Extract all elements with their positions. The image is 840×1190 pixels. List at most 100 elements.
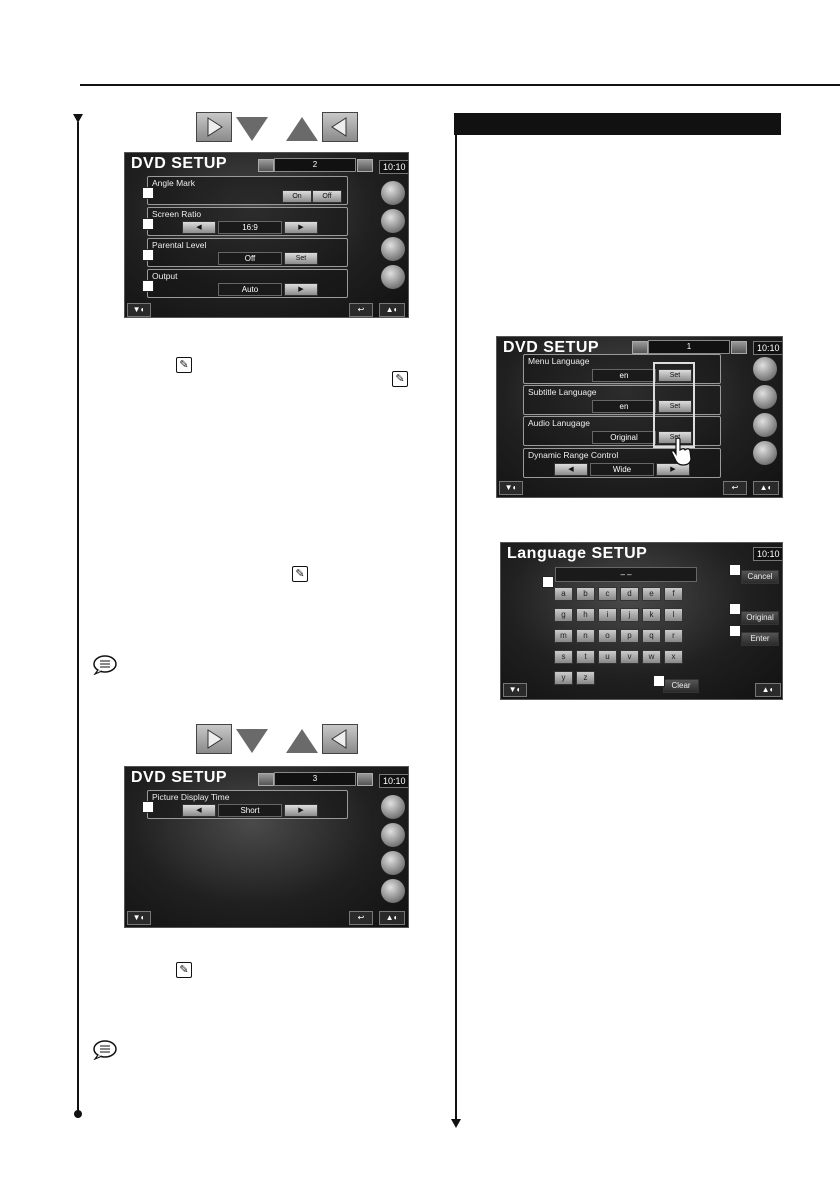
range-left-button[interactable]: ◀ xyxy=(554,463,588,476)
letter-key-k[interactable]: k xyxy=(642,608,661,622)
letter-key-b[interactable]: b xyxy=(576,587,595,601)
next-page-button[interactable] xyxy=(196,724,232,754)
page-prev-button[interactable] xyxy=(258,159,274,172)
picture-display-time-row: Picture Display Time ◀ Short ▶ xyxy=(147,790,348,819)
letter-key-g[interactable]: g xyxy=(554,608,573,622)
row-label: Output xyxy=(152,271,178,281)
angle-on-button[interactable]: On xyxy=(282,190,312,203)
angle-off-button[interactable]: Off xyxy=(312,190,342,203)
row-label: Angle Mark xyxy=(152,178,195,188)
page-number: 1 xyxy=(648,340,730,354)
volume-down-button[interactable]: ▼◐ xyxy=(499,481,523,495)
clock: 10:10 xyxy=(753,341,782,355)
speaker-menu-icon[interactable] xyxy=(381,237,405,261)
volume-up-button[interactable]: ▲◐ xyxy=(755,683,781,697)
header-rule xyxy=(80,84,840,86)
letter-key-p[interactable]: p xyxy=(620,629,639,643)
return-button[interactable]: ↩ xyxy=(723,481,747,495)
menu-language-set-button[interactable]: Set xyxy=(658,369,692,382)
scroll-down-triangle-icon xyxy=(236,729,268,753)
speaker-menu-icon[interactable] xyxy=(753,413,777,437)
row-label: Audio Lanugage xyxy=(528,418,590,428)
original-button[interactable]: Original xyxy=(741,611,779,625)
callout-4 xyxy=(142,280,154,292)
letter-key-v[interactable]: v xyxy=(620,650,639,664)
letter-key-e[interactable]: e xyxy=(642,587,661,601)
return-button[interactable]: ↩ xyxy=(349,911,373,925)
dvd-setup-screen-page1: DVD SETUP 1 10:10 Menu Language en Set S… xyxy=(496,336,783,498)
volume-down-button[interactable]: ▼◐ xyxy=(127,911,151,925)
note-icon xyxy=(93,1040,117,1060)
letter-key-o[interactable]: o xyxy=(598,629,617,643)
page-prev-button[interactable] xyxy=(632,341,648,354)
letter-key-z[interactable]: z xyxy=(576,671,595,685)
parental-set-button[interactable]: Set xyxy=(284,252,318,265)
next-page-button[interactable] xyxy=(196,112,232,142)
right-flow-line xyxy=(455,135,457,1120)
audio-menu-icon[interactable] xyxy=(753,385,777,409)
letter-key-t[interactable]: t xyxy=(576,650,595,664)
audio-menu-icon[interactable] xyxy=(381,209,405,233)
volume-up-button[interactable]: ▲◐ xyxy=(753,481,779,495)
letter-key-a[interactable]: a xyxy=(554,587,573,601)
prev-page-button[interactable] xyxy=(322,112,358,142)
page-prev-button[interactable] xyxy=(258,773,274,786)
ratio-right-button[interactable]: ▶ xyxy=(284,221,318,234)
subtitle-language-set-button[interactable]: Set xyxy=(658,400,692,413)
time-value: Short xyxy=(218,804,282,817)
language-code-display: – – xyxy=(555,567,697,582)
letter-key-l[interactable]: l xyxy=(664,608,683,622)
flow-end-dot-icon xyxy=(74,1110,82,1118)
row-label: Menu Language xyxy=(528,356,590,366)
left-flow-line xyxy=(77,122,79,1112)
page-next-button[interactable] xyxy=(357,159,373,172)
output-right-button[interactable]: ▶ xyxy=(284,283,318,296)
enter-button[interactable]: Enter xyxy=(741,632,779,646)
time-left-button[interactable]: ◀ xyxy=(182,804,216,817)
letter-key-h[interactable]: h xyxy=(576,608,595,622)
letter-key-y[interactable]: y xyxy=(554,671,573,685)
screen-title: DVD SETUP xyxy=(131,769,228,786)
video-menu-icon[interactable] xyxy=(753,357,777,381)
ratio-left-button[interactable]: ◀ xyxy=(182,221,216,234)
letter-key-r[interactable]: r xyxy=(664,629,683,643)
output-value: Auto xyxy=(218,283,282,296)
letter-key-j[interactable]: j xyxy=(620,608,639,622)
scroll-up-triangle-icon xyxy=(286,117,318,141)
video-menu-icon[interactable] xyxy=(381,795,405,819)
time-right-button[interactable]: ▶ xyxy=(284,804,318,817)
setup-menu-icon[interactable] xyxy=(753,441,777,465)
screen-title: DVD SETUP xyxy=(131,155,228,172)
letter-key-w[interactable]: w xyxy=(642,650,661,664)
audio-menu-icon[interactable] xyxy=(381,823,405,847)
speaker-menu-icon[interactable] xyxy=(381,851,405,875)
letter-key-x[interactable]: x xyxy=(664,650,683,664)
volume-up-button[interactable]: ▲◐ xyxy=(379,911,405,925)
letter-key-d[interactable]: d xyxy=(620,587,639,601)
letter-key-n[interactable]: n xyxy=(576,629,595,643)
cancel-button[interactable]: Cancel xyxy=(741,570,779,584)
audio-language-set-button[interactable]: Set xyxy=(658,431,692,444)
letter-key-m[interactable]: m xyxy=(554,629,573,643)
callout-1 xyxy=(142,801,154,813)
page-next-button[interactable] xyxy=(731,341,747,354)
return-button[interactable]: ↩ xyxy=(349,303,373,317)
range-right-button[interactable]: ▶ xyxy=(656,463,690,476)
setup-menu-icon[interactable] xyxy=(381,265,405,289)
callout-3 xyxy=(142,249,154,261)
letter-key-s[interactable]: s xyxy=(554,650,573,664)
page-next-button[interactable] xyxy=(357,773,373,786)
setup-menu-icon[interactable] xyxy=(381,879,405,903)
letter-key-u[interactable]: u xyxy=(598,650,617,664)
volume-up-button[interactable]: ▲◐ xyxy=(379,303,405,317)
letter-key-c[interactable]: c xyxy=(598,587,617,601)
volume-down-button[interactable]: ▼◐ xyxy=(503,683,527,697)
prev-page-button[interactable] xyxy=(322,724,358,754)
letter-key-f[interactable]: f xyxy=(664,587,683,601)
volume-down-button[interactable]: ▼◐ xyxy=(127,303,151,317)
letter-key-q[interactable]: q xyxy=(642,629,661,643)
scroll-up-triangle-icon xyxy=(286,729,318,753)
video-menu-icon[interactable] xyxy=(381,181,405,205)
letter-key-i[interactable]: i xyxy=(598,608,617,622)
clear-button[interactable]: Clear xyxy=(663,679,699,693)
